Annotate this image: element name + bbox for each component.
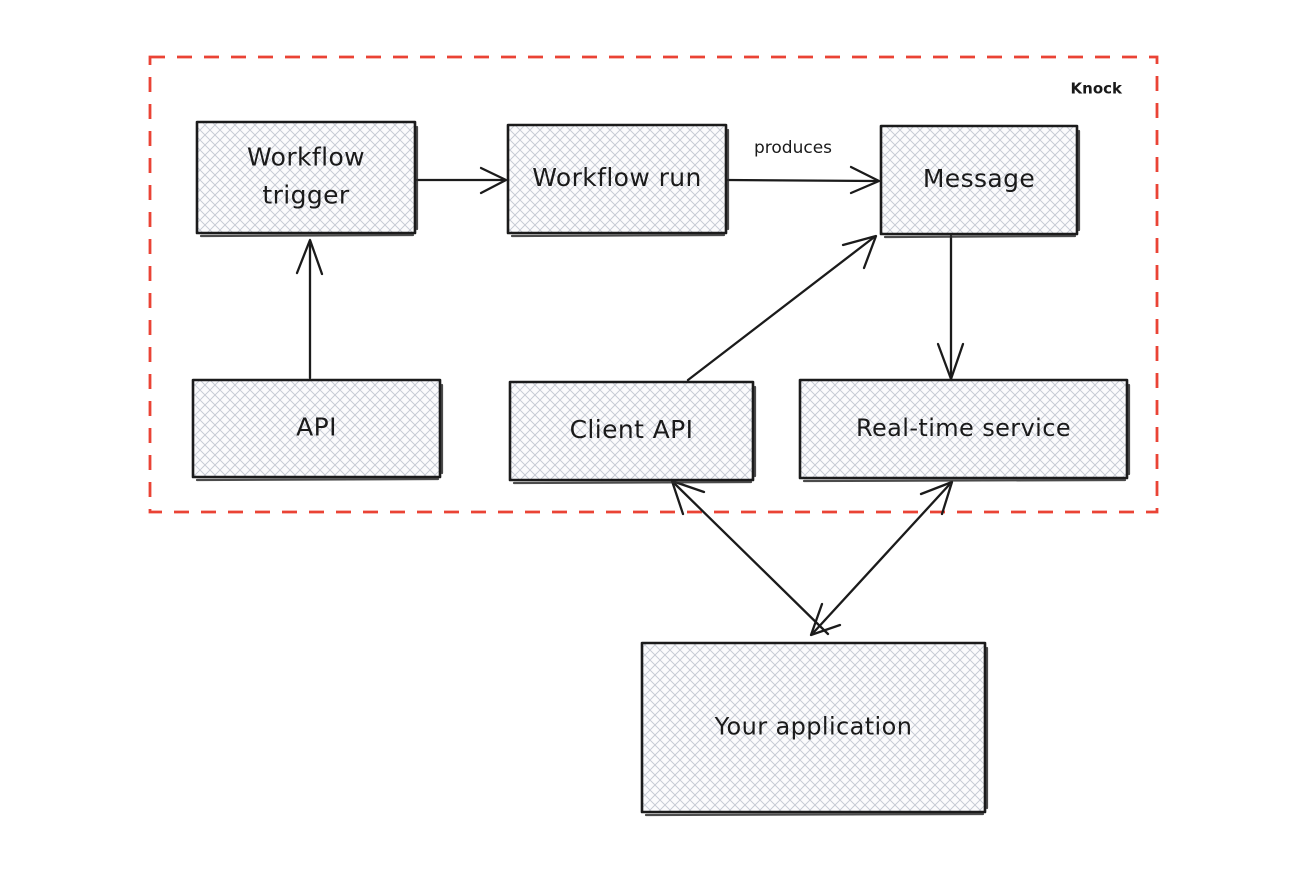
node-api[interactable]: API: [191, 378, 444, 482]
node-label-real-time-service: Real-time service: [856, 414, 1071, 442]
edge-app-realtime-bidirectional: [809, 480, 954, 637]
edge-app-to-client-api: [670, 479, 830, 636]
node-sketch-stroke-your-application: [644, 646, 989, 817]
node-box-workflow-trigger: [195, 120, 417, 235]
node-label-workflow-trigger: Workflow: [247, 143, 365, 172]
node-box-client-api: [508, 380, 755, 482]
node-sketch-stroke-workflow-run: [510, 128, 730, 238]
node-label-workflow-trigger: trigger: [262, 181, 350, 210]
node-your-application[interactable]: Your application: [640, 641, 989, 817]
node-box-api: [191, 378, 442, 479]
node-sketch-stroke-api: [195, 383, 444, 482]
knock-boundary-label: Knock: [1071, 80, 1123, 98]
node-box-real-time-service: [798, 378, 1129, 480]
node-sketch-stroke-client-api: [512, 385, 757, 485]
edge-trigger-to-run: [414, 166, 508, 195]
node-message[interactable]: Message: [879, 124, 1081, 239]
node-box-your-application: [640, 641, 987, 814]
node-label-workflow-run: Workflow run: [532, 163, 702, 192]
edge-client-api-to-message: [686, 234, 878, 382]
node-sketch-stroke-message: [883, 129, 1081, 239]
knock-boundary-group: Knock: [148, 55, 1159, 514]
node-workflow-trigger[interactable]: Workflow trigger: [195, 120, 419, 238]
node-label-client-api: Client API: [570, 415, 694, 444]
node-label-api: API: [296, 413, 337, 442]
edge-label-produces: produces: [754, 138, 832, 158]
node-client-api[interactable]: Client API: [508, 380, 757, 485]
edge-run-to-message: produces: [725, 138, 881, 195]
edge-message-to-realtime: [936, 234, 965, 381]
node-label-your-application: Your application: [714, 713, 913, 741]
node-label-message: Message: [923, 164, 1035, 193]
node-box-message: [879, 124, 1079, 236]
node-box-workflow-run: [506, 123, 728, 235]
node-workflow-run[interactable]: Workflow run: [506, 123, 730, 238]
node-real-time-service[interactable]: Real-time service: [798, 378, 1131, 483]
edges-layer: produces: [295, 138, 965, 637]
node-sketch-stroke-real-time-service: [802, 383, 1131, 483]
node-sketch-stroke-workflow-trigger: [199, 125, 419, 238]
edge-api-to-trigger: [295, 238, 324, 380]
